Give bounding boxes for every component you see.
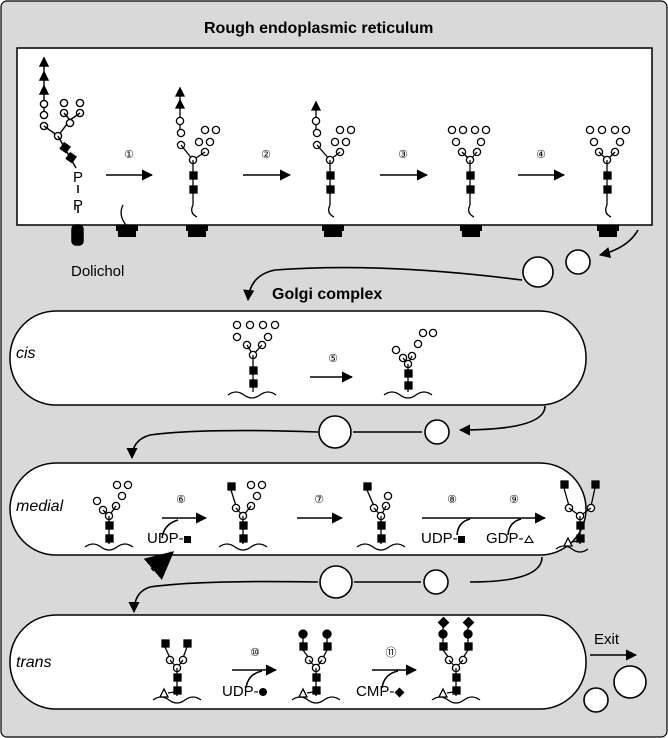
glycan-medial-2 — [218, 480, 268, 551]
step-4: ④ — [536, 149, 546, 161]
step-1: ① — [124, 149, 134, 161]
exit-transport — [583, 649, 647, 713]
glycan-cis-1 — [227, 320, 280, 399]
medial-compartment — [9, 462, 587, 556]
trans-step-arrows — [232, 664, 418, 689]
glycan-trans-1 — [152, 639, 202, 704]
rer-compartment — [16, 47, 653, 226]
reagent-udp-glcnac-2: UDP- — [421, 531, 465, 546]
glycan-trans-3 — [431, 616, 481, 704]
step-2: ② — [261, 149, 271, 161]
golgi-title: Golgi complex — [272, 286, 383, 303]
trans-compartment — [9, 614, 587, 710]
triangle-icon — [523, 535, 534, 544]
step-9: ⑨ — [509, 494, 519, 506]
reagent-udp-glcnac-text: UDP- — [147, 530, 184, 547]
step-11: ⑪ — [385, 647, 397, 659]
reagent-gdp-fuc-text: GDP- — [486, 530, 524, 547]
step-10: ⑩ — [250, 647, 260, 659]
reagent-cmp-neuac-text: CMP- — [356, 683, 395, 700]
cis-compartment — [9, 310, 587, 406]
glycan-er-1 — [174, 86, 221, 218]
square-icon — [457, 535, 465, 543]
reagent-udp-glcnac: UDP- — [147, 531, 191, 546]
square-icon — [183, 535, 191, 543]
reagent-udp-glcnac-2-text: UDP- — [421, 530, 458, 547]
inhibitor-arrow — [143, 551, 175, 580]
rer-title: Rough endoplasmic reticulum — [204, 20, 434, 37]
glycan-er-3 — [447, 125, 491, 218]
reagent-udp-gal-text: UDP- — [222, 683, 259, 700]
glycan-medial-4 — [555, 480, 600, 553]
exit-label: Exit — [594, 631, 620, 648]
step-7: ⑦ — [314, 494, 324, 506]
step-5: ⑤ — [328, 353, 338, 365]
cis-to-medial-transport — [126, 405, 546, 460]
step-6: ⑥ — [176, 494, 186, 506]
medial-step-arrows — [161, 512, 547, 539]
er-to-golgi-transport — [243, 229, 639, 302]
dolichol-precursor — [38, 56, 85, 169]
dolichol-anchor — [71, 185, 84, 246]
reagent-cmp-neuac: CMP- — [356, 683, 405, 700]
circle-icon — [258, 688, 267, 697]
medial-label: medial — [16, 498, 64, 515]
dolichol-label: Dolichol — [71, 263, 125, 280]
step-3: ③ — [398, 149, 408, 161]
glycan-cis-2 — [383, 328, 438, 399]
diamond-icon — [394, 687, 405, 697]
medial-to-trans-transport — [128, 556, 543, 614]
glycan-medial-3 — [356, 482, 406, 551]
glycan-medial-1 — [84, 480, 134, 551]
ribosomes — [116, 204, 619, 237]
phosphate-label-2: P — [73, 197, 84, 214]
step-8: ⑧ — [447, 494, 457, 506]
trans-label: trans — [16, 654, 52, 671]
reagent-udp-gal: UDP- — [222, 684, 267, 699]
glycan-er-2 — [310, 100, 356, 218]
reagent-gdp-fuc: GDP- — [486, 531, 534, 546]
cis-label: cis — [16, 345, 36, 362]
glycan-trans-2 — [291, 629, 341, 704]
glycan-er-4 — [585, 125, 631, 218]
phosphate-label-1: P — [73, 169, 84, 186]
